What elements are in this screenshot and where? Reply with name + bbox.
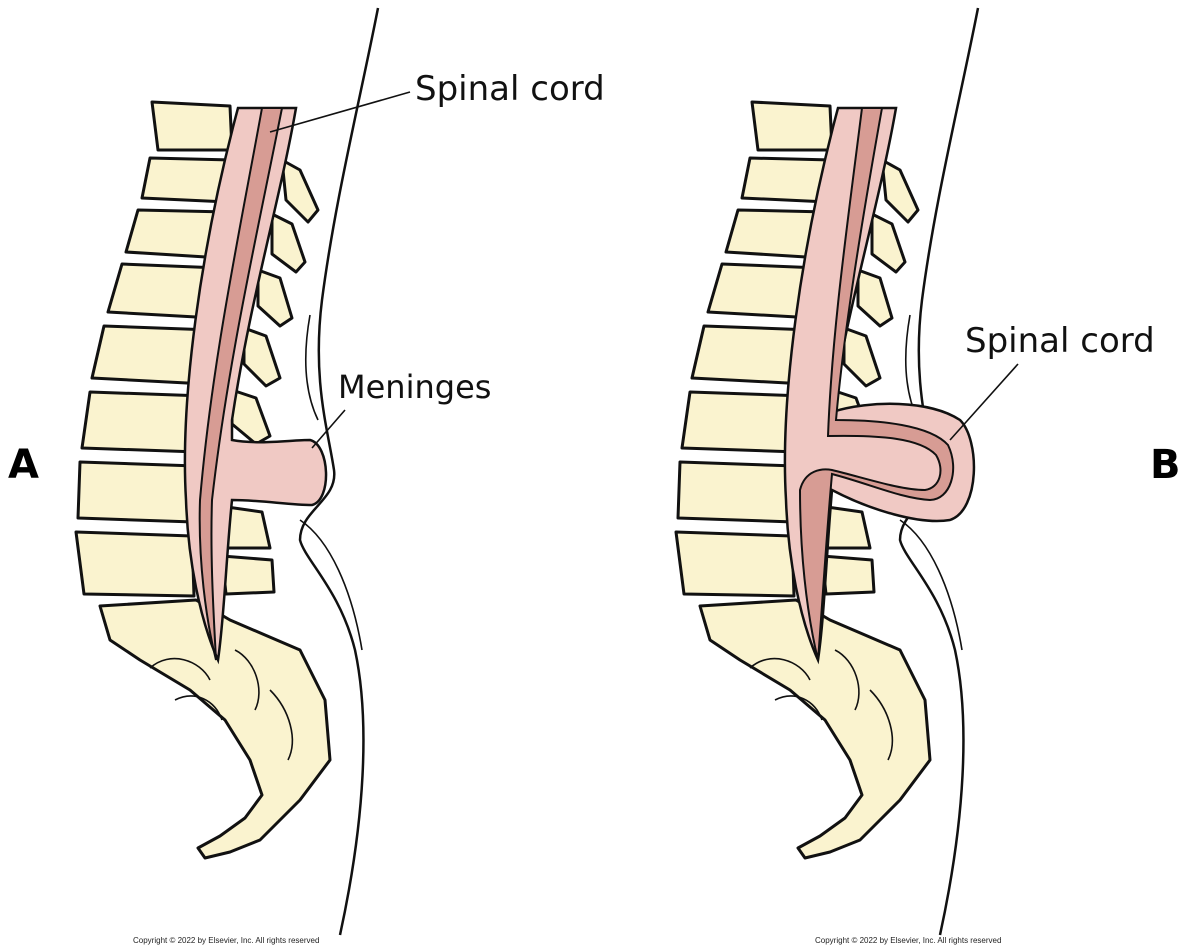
panel-letter-a: A [8, 442, 39, 488]
copyright-b: Copyright © 2022 by Elsevier, Inc. All r… [815, 936, 1001, 945]
label-spinal-cord-b: Spinal cord [965, 321, 1155, 361]
panel-b: Spinal cord B Copyright © 2022 by Elsevi… [676, 8, 1181, 945]
panel-a: Spinal cord Meninges A Copyright © 2022 … [8, 8, 605, 945]
label-spinal-cord-a: Spinal cord [415, 69, 605, 109]
panel-letter-b: B [1150, 442, 1181, 488]
copyright-a: Copyright © 2022 by Elsevier, Inc. All r… [133, 936, 319, 945]
label-meninges: Meninges [338, 368, 491, 406]
